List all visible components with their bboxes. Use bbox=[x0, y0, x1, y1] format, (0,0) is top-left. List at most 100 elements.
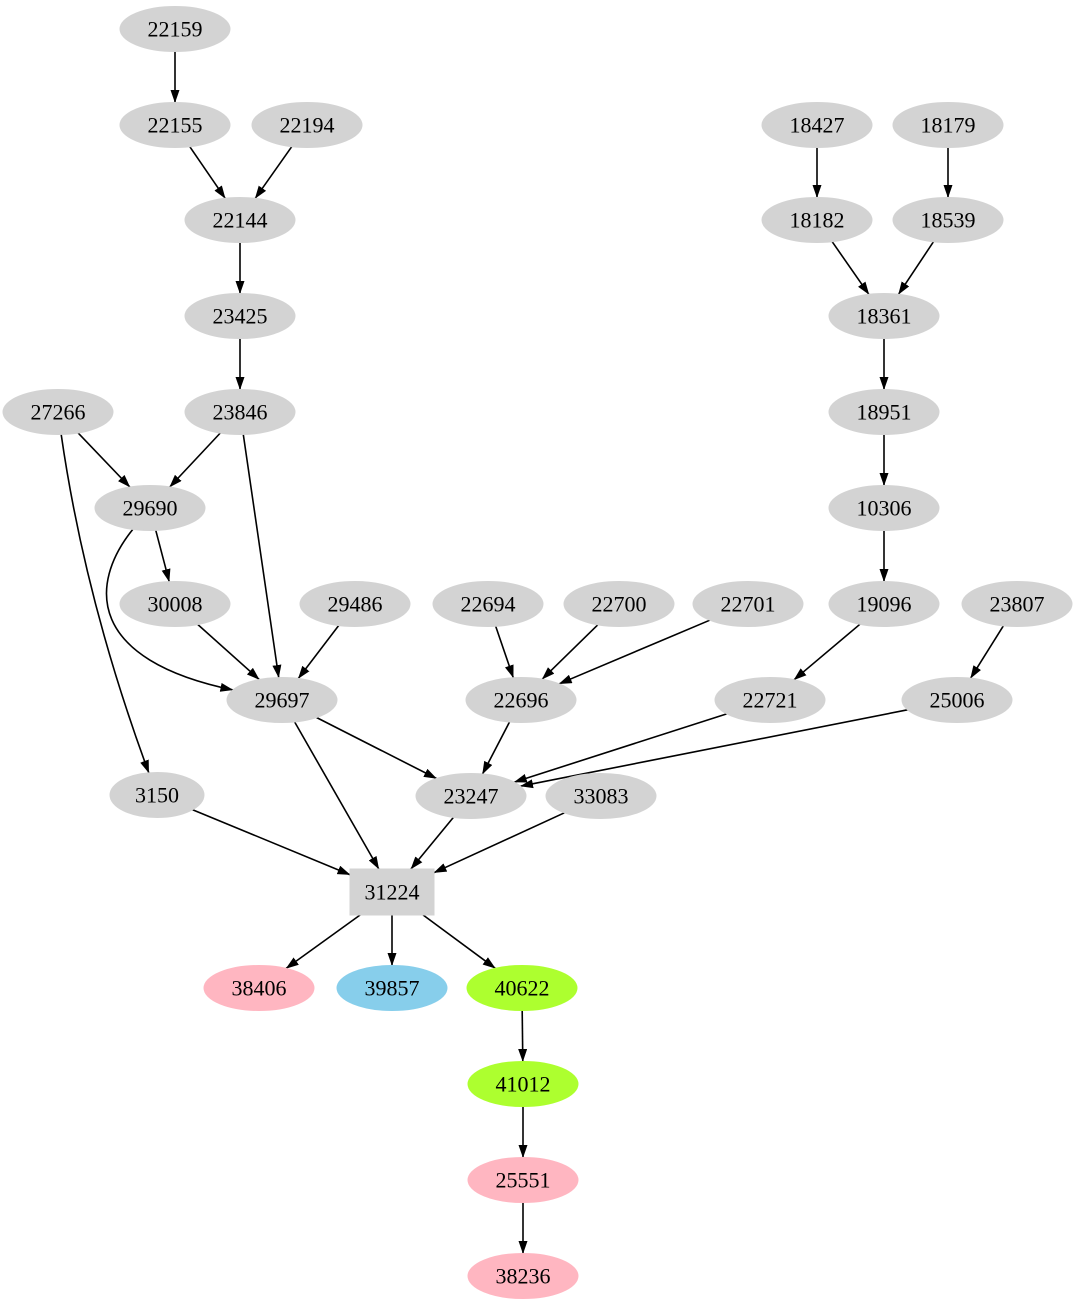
graph-node-22694: 22694 bbox=[432, 581, 544, 627]
graph-node-38236: 38236 bbox=[467, 1253, 579, 1299]
edge-22701-22696 bbox=[558, 619, 711, 685]
node-ellipse-shape bbox=[432, 581, 544, 627]
edge-29486-29697 bbox=[297, 625, 340, 679]
graph-node-29697: 29697 bbox=[226, 677, 338, 723]
graph-node-22696: 22696 bbox=[465, 677, 577, 723]
graph-node-22155: 22155 bbox=[119, 102, 231, 148]
nodes-layer: 22159 22155 22194 22144 23425 27266 23846 29690… bbox=[2, 6, 1073, 1299]
edge-31224-40622 bbox=[422, 914, 496, 969]
node-ellipse-shape bbox=[415, 773, 527, 819]
graph-node-25006: 25006 bbox=[901, 677, 1013, 723]
node-label: 25551 bbox=[496, 1168, 551, 1193]
node-ellipse-shape bbox=[467, 1157, 579, 1203]
graph-node-29486: 29486 bbox=[299, 581, 411, 627]
edge-33083-31224 bbox=[433, 812, 565, 874]
edge-31224-38406 bbox=[285, 914, 361, 970]
edge-23247-31224 bbox=[410, 816, 455, 870]
node-label: 22144 bbox=[213, 208, 268, 233]
graph-node-40622: 40622 bbox=[466, 965, 578, 1011]
graph-node-23425: 23425 bbox=[184, 293, 296, 339]
node-ellipse-shape bbox=[251, 102, 363, 148]
node-label: 23807 bbox=[990, 592, 1045, 617]
graph-node-38406: 38406 bbox=[203, 965, 315, 1011]
graph-node-41012: 41012 bbox=[467, 1061, 579, 1107]
node-label: 38236 bbox=[496, 1264, 551, 1289]
graph-node-22721: 22721 bbox=[714, 677, 826, 723]
node-ellipse-shape bbox=[692, 581, 804, 627]
edge-23846-29690 bbox=[169, 432, 221, 488]
node-label: 29697 bbox=[255, 688, 310, 713]
node-label: 23846 bbox=[213, 400, 268, 425]
node-label: 40622 bbox=[495, 976, 550, 1001]
node-ellipse-shape bbox=[828, 389, 940, 435]
node-ellipse-shape bbox=[761, 197, 873, 243]
node-ellipse-shape bbox=[119, 6, 231, 52]
node-label: 29486 bbox=[328, 592, 383, 617]
node-label: 22701 bbox=[721, 592, 776, 617]
node-ellipse-shape bbox=[2, 389, 114, 435]
node-label: 10306 bbox=[857, 496, 912, 521]
edge-27266-3150 bbox=[60, 434, 150, 774]
node-label: 23425 bbox=[213, 304, 268, 329]
edge-22700-22696 bbox=[541, 624, 599, 680]
node-ellipse-shape bbox=[465, 677, 577, 723]
graph-node-18179: 18179 bbox=[892, 102, 1004, 148]
graph-node-22194: 22194 bbox=[251, 102, 363, 148]
node-label: 41012 bbox=[496, 1072, 551, 1097]
node-label: 29690 bbox=[123, 496, 178, 521]
node-ellipse-shape bbox=[761, 102, 873, 148]
node-label: 18951 bbox=[857, 400, 912, 425]
node-label: 30008 bbox=[148, 592, 203, 617]
node-label: 39857 bbox=[365, 976, 420, 1001]
node-ellipse-shape bbox=[109, 772, 205, 818]
graph-node-3150: 3150 bbox=[109, 772, 205, 818]
graph-node-18539: 18539 bbox=[892, 197, 1004, 243]
node-ellipse-shape bbox=[892, 197, 1004, 243]
edge-18182-18361 bbox=[831, 241, 870, 295]
node-ellipse-shape bbox=[119, 581, 231, 627]
edge-22155-22144 bbox=[189, 146, 226, 199]
node-ellipse-shape bbox=[545, 773, 657, 819]
node-label: 18182 bbox=[790, 208, 845, 233]
node-label: 38406 bbox=[232, 976, 287, 1001]
node-ellipse-shape bbox=[828, 293, 940, 339]
node-label: 18361 bbox=[857, 304, 912, 329]
graph-node-23247: 23247 bbox=[415, 773, 527, 819]
graph-node-27266: 27266 bbox=[2, 389, 114, 435]
node-ellipse-shape bbox=[828, 581, 940, 627]
edge-22696-23247 bbox=[481, 721, 511, 775]
edge-23807-25006 bbox=[969, 625, 1005, 679]
node-label: 23247 bbox=[444, 784, 499, 809]
graph-node-22700: 22700 bbox=[563, 581, 675, 627]
edges-layer bbox=[60, 51, 1005, 1254]
node-ellipse-shape bbox=[184, 197, 296, 243]
node-ellipse-shape bbox=[226, 677, 338, 723]
node-ellipse-shape bbox=[203, 965, 315, 1011]
node-label: 25006 bbox=[930, 688, 985, 713]
node-label: 22155 bbox=[148, 113, 203, 138]
node-ellipse-shape bbox=[184, 293, 296, 339]
graph-node-31224: 31224 bbox=[349, 868, 435, 916]
node-label: 33083 bbox=[574, 784, 629, 809]
node-ellipse-shape bbox=[467, 1253, 579, 1299]
graph-node-22701: 22701 bbox=[692, 581, 804, 627]
graph-node-22144: 22144 bbox=[184, 197, 296, 243]
graph-node-23846: 23846 bbox=[184, 389, 296, 435]
node-label: 18179 bbox=[921, 113, 976, 138]
node-ellipse-shape bbox=[901, 677, 1013, 723]
node-label: 22194 bbox=[280, 113, 335, 138]
node-ellipse-shape bbox=[563, 581, 675, 627]
node-label: 22159 bbox=[148, 17, 203, 42]
node-ellipse-shape bbox=[466, 965, 578, 1011]
node-ellipse-shape bbox=[714, 677, 826, 723]
edge-23846-29697 bbox=[242, 434, 282, 678]
graph-node-18361: 18361 bbox=[828, 293, 940, 339]
edge-29690-29697 bbox=[105, 528, 234, 692]
graph-node-10306: 10306 bbox=[828, 485, 940, 531]
node-ellipse-shape bbox=[184, 389, 296, 435]
graph-node-29690: 29690 bbox=[94, 485, 206, 531]
node-ellipse-shape bbox=[336, 965, 448, 1011]
node-ellipse-shape bbox=[94, 485, 206, 531]
node-ellipse-shape bbox=[119, 102, 231, 148]
